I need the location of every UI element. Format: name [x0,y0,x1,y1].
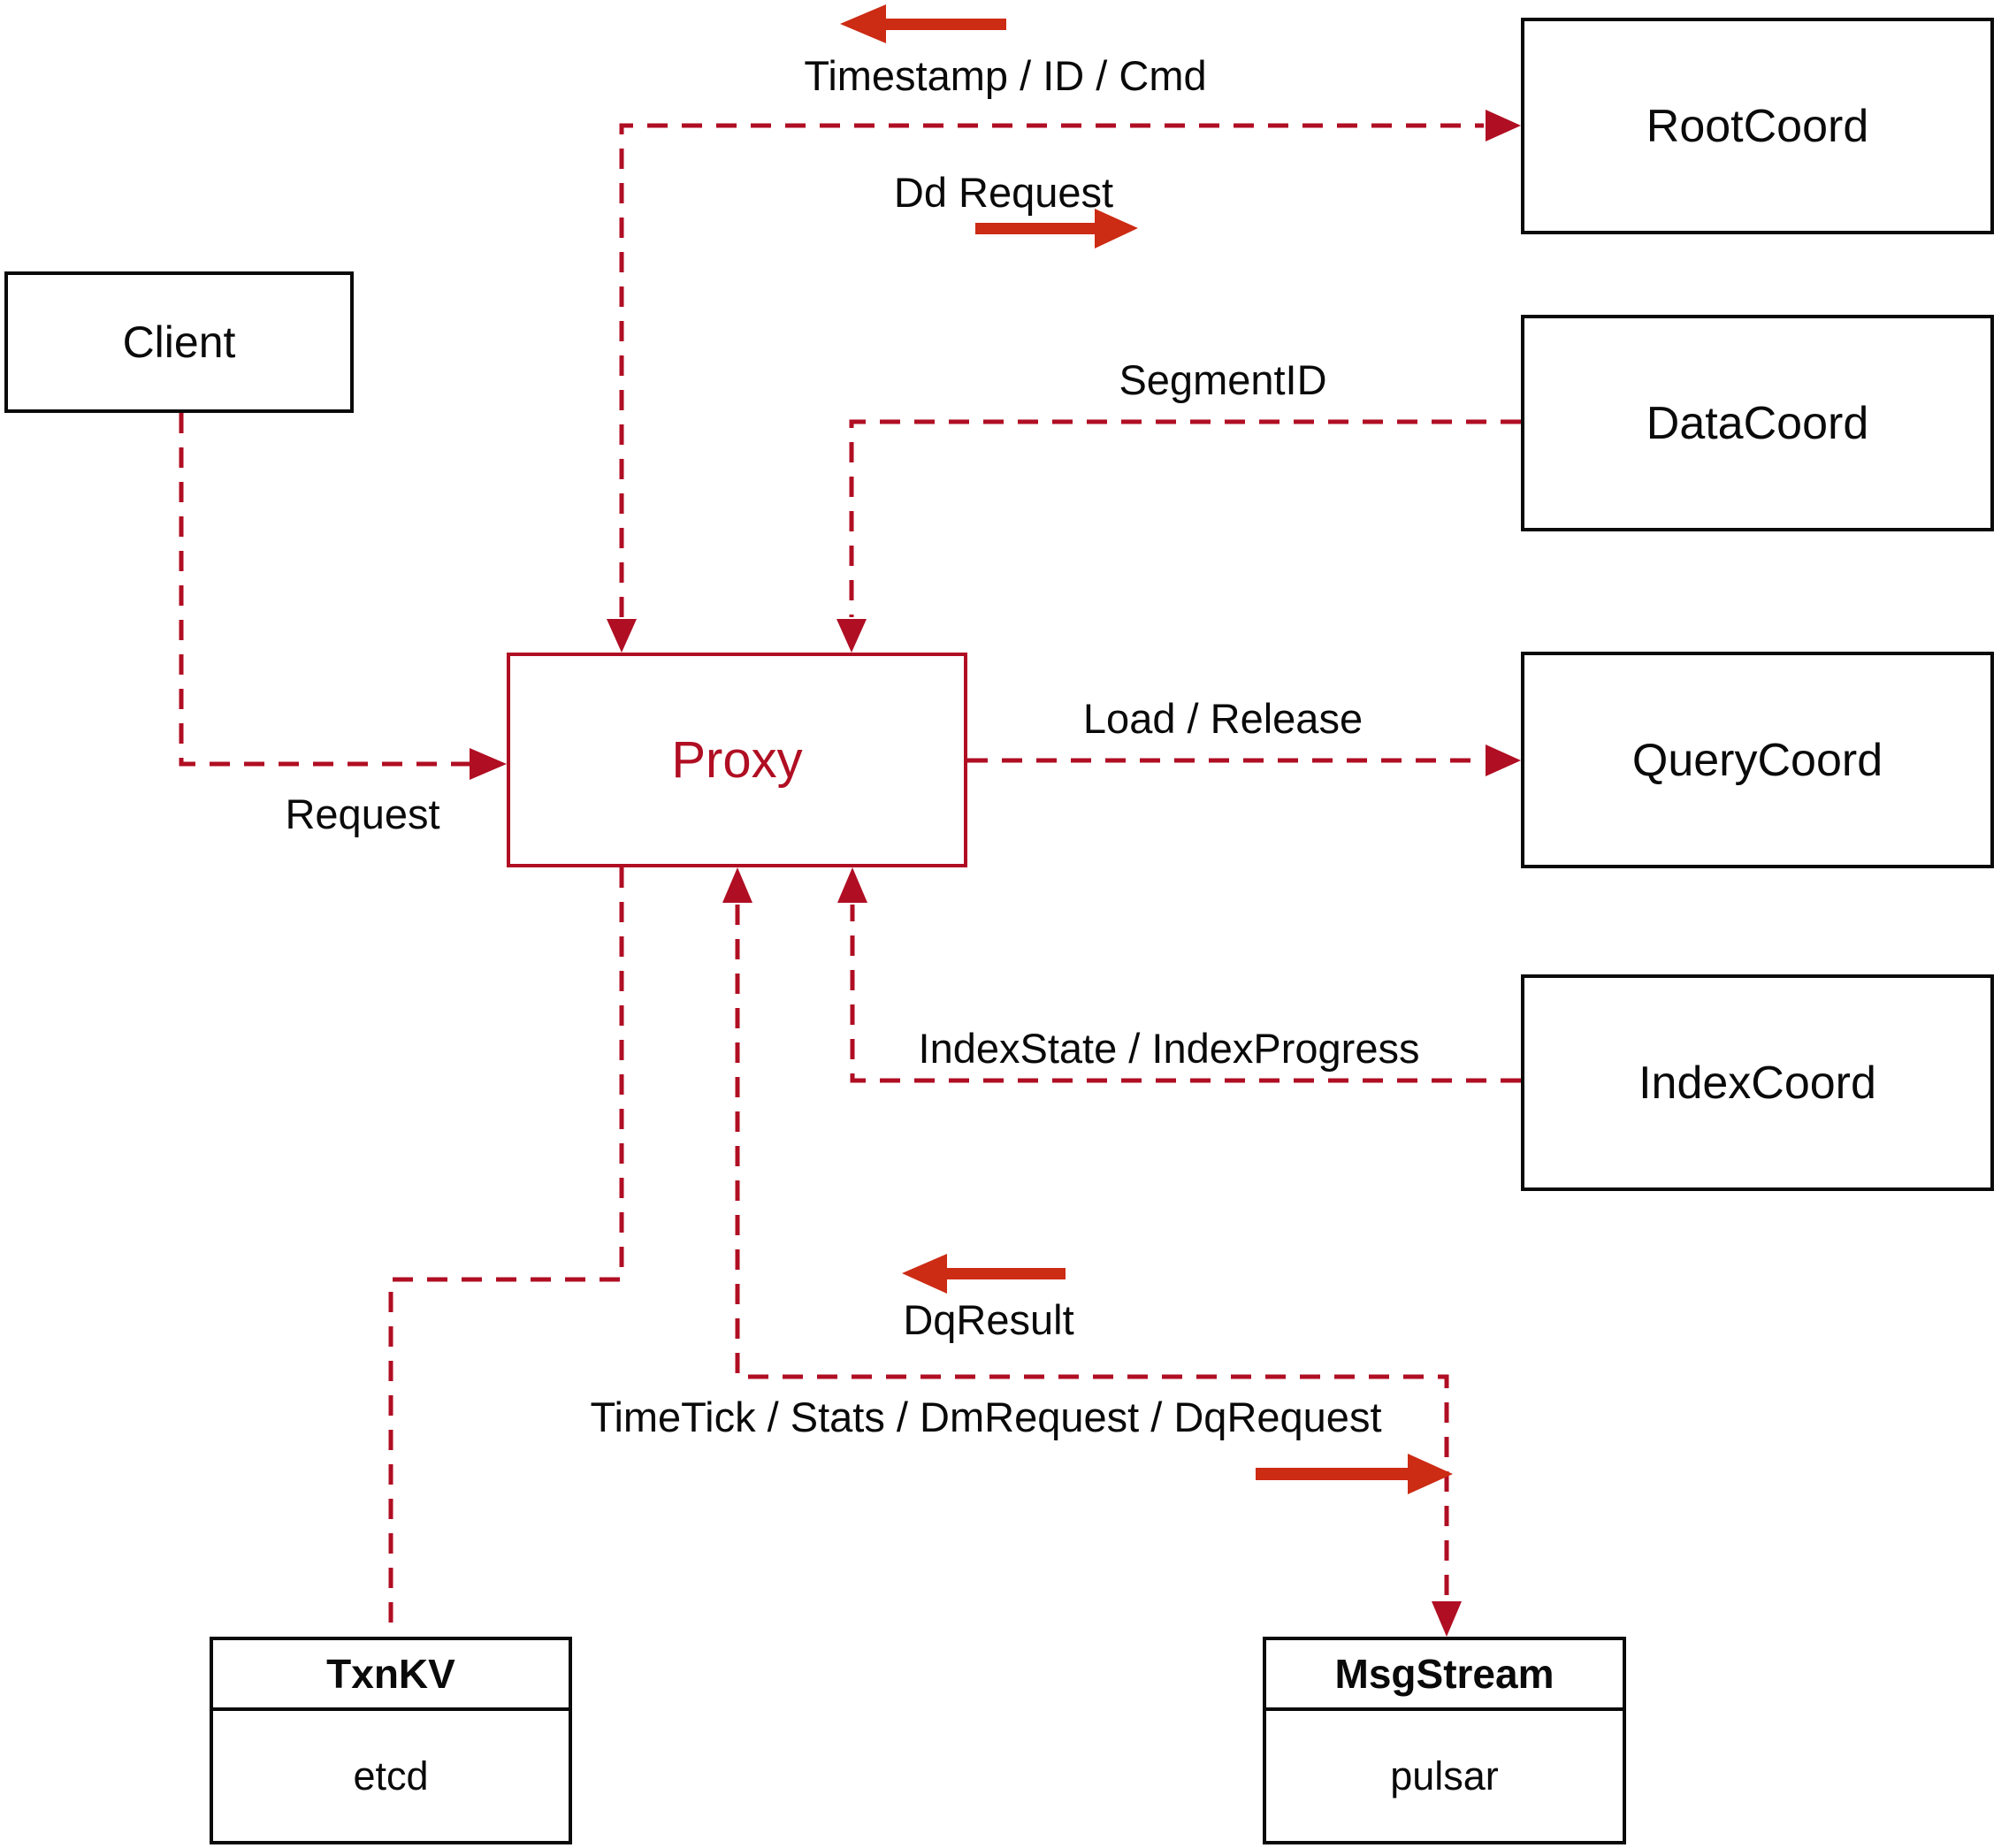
node-datacoord-label: DataCoord [1646,397,1869,449]
arrow-right-icon [975,209,1138,248]
arrowhead-into-proxy-bottom-mid [722,867,752,903]
edge-proxy-msgstream [735,905,1449,1600]
arrow-left-icon [902,1254,1066,1294]
edge-client-proxy [179,413,470,767]
node-proxy: Proxy [507,653,967,867]
edge-label-index-state: IndexState / IndexProgress [918,1025,1420,1072]
node-querycoord: QueryCoord [1521,652,1994,868]
node-txnkv-title: TxnKV [213,1640,569,1711]
node-client-label: Client [122,317,236,367]
arrowhead-into-querycoord [1486,745,1521,776]
edge-indexcoord-proxy [850,905,1521,1083]
edge-label-request: Request [285,790,440,837]
arrowhead-into-msgstream [1432,1601,1462,1637]
edge-datacoord-proxy [849,419,1521,617]
arrowhead-into-proxy-top-left [607,619,637,653]
edge-label-segment-id: SegmentID [1119,356,1327,403]
arrowhead-into-proxy-bottom-right [837,867,867,903]
arrow-right-icon [1256,1454,1453,1494]
edge-label-dq-result: DqResult [903,1296,1074,1343]
edge-label-load-release: Load / Release [1082,695,1364,742]
node-proxy-label: Proxy [671,731,803,789]
edge-label-dd-request: Dd Request [893,169,1114,216]
node-querycoord-label: QueryCoord [1631,734,1883,786]
node-client: Client [4,271,354,413]
node-datacoord: DataCoord [1521,315,1994,531]
node-rootcoord: RootCoord [1521,18,1994,234]
edge-proxy-rootcoord [619,123,1484,617]
node-msgstream-impl: pulsar [1390,1753,1499,1798]
node-rootcoord-label: RootCoord [1646,100,1869,152]
arrowhead-into-proxy-top-right [836,619,867,653]
node-txnkv-impl: etcd [353,1753,429,1798]
node-msgstream: MsgStream pulsar [1263,1637,1626,1844]
arrowhead-into-rootcoord [1486,110,1521,141]
edge-label-timestamp-id-cmd: Timestamp / ID / Cmd [804,52,1207,99]
arrow-left-icon [840,4,1006,43]
edge-proxy-txnkv [388,867,624,1637]
arrowhead-into-proxy-left [470,748,507,780]
node-indexcoord: IndexCoord [1521,974,1994,1191]
node-indexcoord-label: IndexCoord [1639,1057,1876,1109]
node-txnkv: TxnKV etcd [210,1637,572,1844]
node-msgstream-title: MsgStream [1266,1640,1623,1711]
edge-label-time-tick: TimeTick / Stats / DmRequest / DqRequest [590,1394,1382,1440]
